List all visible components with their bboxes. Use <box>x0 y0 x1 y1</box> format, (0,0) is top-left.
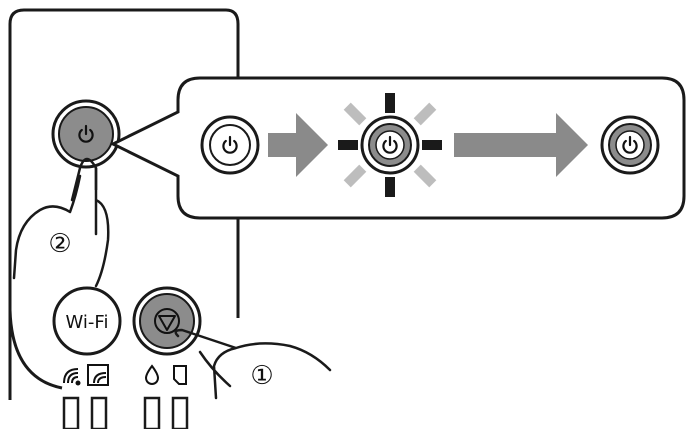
power-light-on <box>600 115 660 175</box>
printer-panel-bottom-curve <box>8 309 63 390</box>
wifi-button-label: Wi-Fi <box>66 312 109 333</box>
flash-rays <box>338 93 442 197</box>
stop-reset-icon <box>154 308 180 334</box>
wifi-button[interactable]: Wi-Fi <box>52 286 122 356</box>
ink-drop-icon <box>144 364 160 385</box>
sequence-arrow-2 <box>454 113 588 177</box>
step-1-label: ① <box>250 361 273 391</box>
hand-pressing-stop <box>174 328 332 400</box>
step-2-label: ② <box>48 229 71 259</box>
sequence-arrow-1 <box>268 113 328 177</box>
stop-reset-button[interactable] <box>132 286 202 356</box>
wifi-icon <box>63 368 81 386</box>
power-light-flashing <box>338 93 442 197</box>
paper-icon <box>173 365 187 385</box>
power-light-off <box>200 115 260 175</box>
power-button[interactable] <box>51 99 121 169</box>
wifi-direct-icon <box>87 364 109 386</box>
hand-pressing-power <box>12 157 110 288</box>
printer-panel <box>8 8 240 400</box>
indicator-lights <box>62 396 189 429</box>
